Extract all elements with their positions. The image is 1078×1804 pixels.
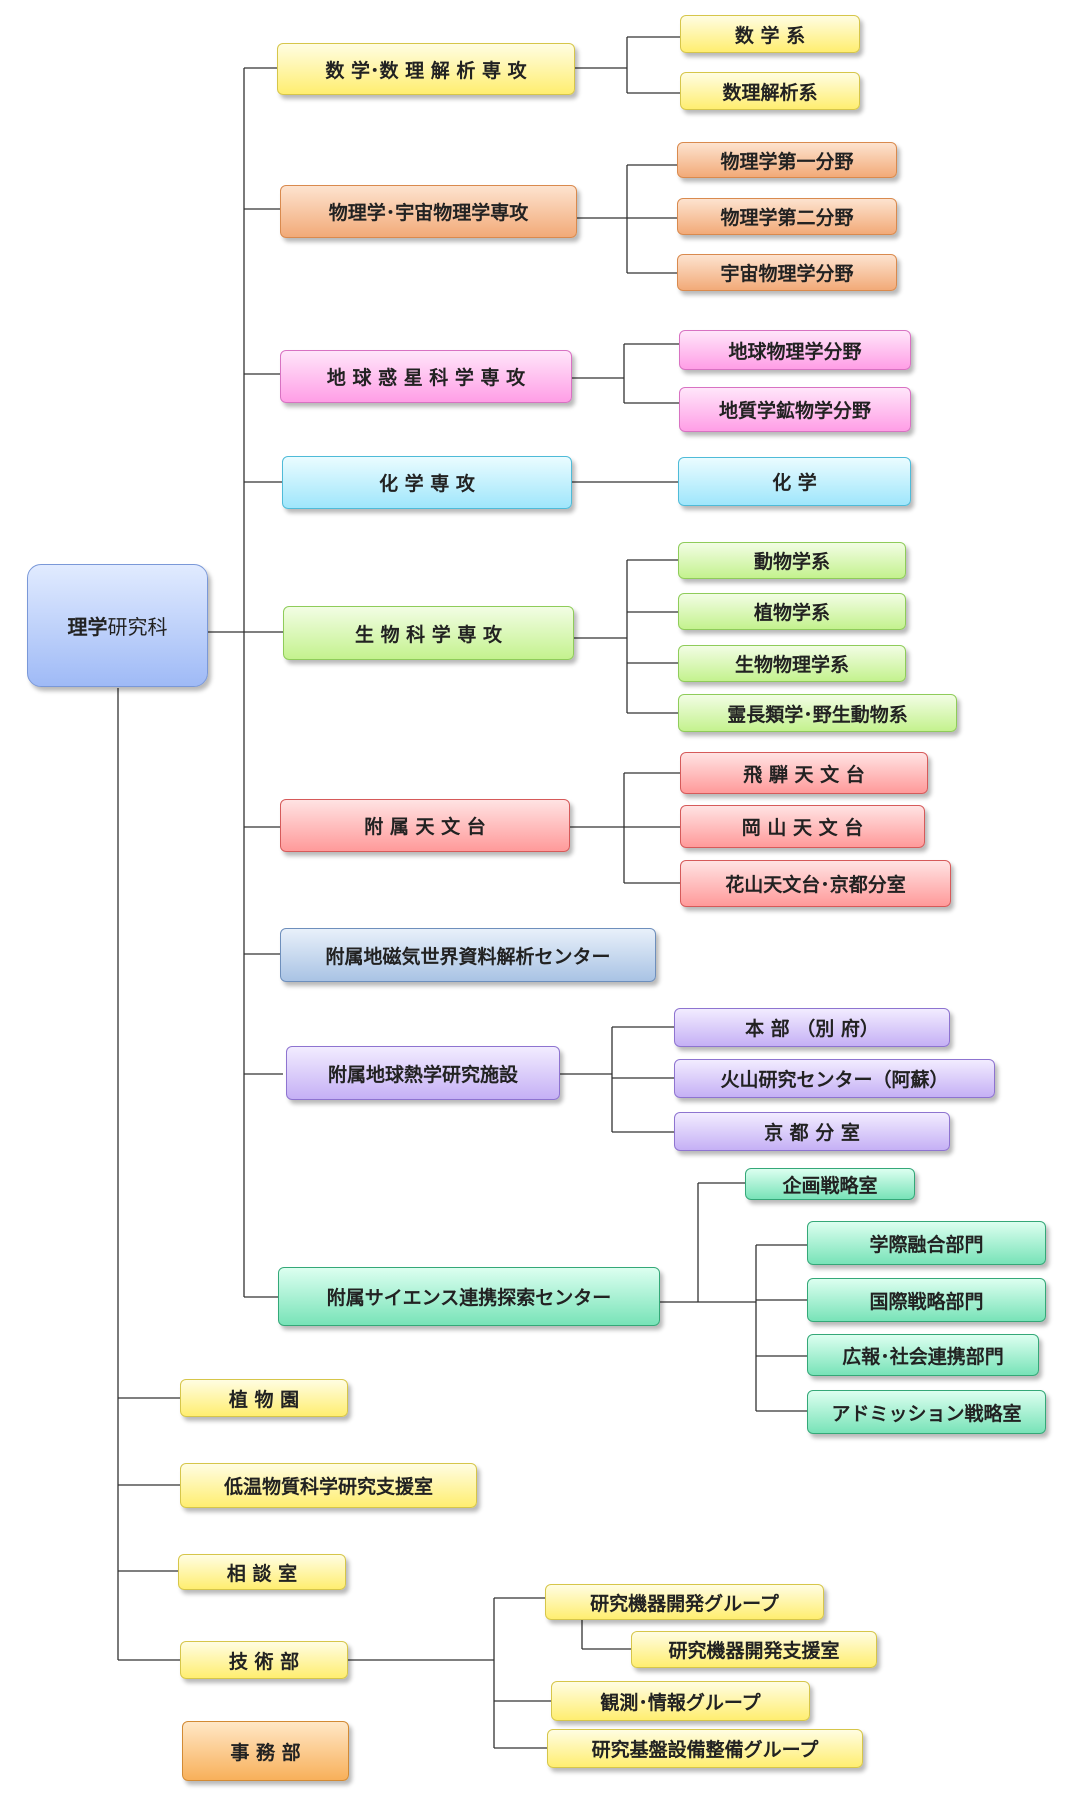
facility-low-temperature-lab: 低温物質科学研究支援室 bbox=[180, 1463, 477, 1508]
sub-biology-2: 植物学系 bbox=[678, 593, 906, 630]
sub-science-2: 学際融合部門 bbox=[807, 1221, 1046, 1265]
sub-chemistry-1: 化 学 bbox=[678, 457, 911, 506]
dept-biology: 生 物 科 学 専 攻 bbox=[283, 606, 574, 660]
tech-group-1: 研究機器開発グループ bbox=[545, 1584, 824, 1620]
dept-geomagnetism-center: 附属地磁気世界資料解析センター bbox=[280, 928, 656, 982]
dept-chemistry: 化 学 専 攻 bbox=[282, 456, 572, 509]
sub-observatory-2: 岡 山 天 文 台 bbox=[680, 805, 925, 848]
sub-geothermal-1: 本 部 （別 府） bbox=[674, 1008, 950, 1047]
sub-science-5: アドミッション戦略室 bbox=[807, 1390, 1046, 1434]
sub-earth-1: 地球物理学分野 bbox=[679, 330, 911, 370]
dept-geothermal-institute: 附属地球熱学研究施設 bbox=[286, 1046, 560, 1100]
sub-math-2: 数理解析系 bbox=[680, 72, 860, 110]
sub-science-1: 企画戦略室 bbox=[745, 1168, 915, 1200]
root-label-bold: 理学 bbox=[67, 615, 108, 639]
dept-physics: 物理学･宇宙物理学専攻 bbox=[280, 185, 577, 238]
sub-biology-3: 生物物理学系 bbox=[678, 645, 906, 682]
sub-earth-2: 地質学鉱物学分野 bbox=[679, 387, 911, 432]
sub-biology-4: 霊長類学･野生動物系 bbox=[678, 694, 957, 732]
sub-physics-2: 物理学第二分野 bbox=[677, 198, 897, 235]
sub-observatory-1: 飛 騨 天 文 台 bbox=[680, 752, 928, 794]
root-node: 理学研究科 bbox=[27, 564, 208, 687]
facility-technical-division: 技 術 部 bbox=[180, 1641, 348, 1679]
sub-observatory-3: 花山天文台･京都分室 bbox=[680, 860, 951, 907]
dept-earth-planetary: 地 球 惑 星 科 学 専 攻 bbox=[280, 350, 572, 403]
tech-group-2: 研究機器開発支援室 bbox=[631, 1631, 877, 1668]
sub-science-4: 広報･社会連携部門 bbox=[807, 1334, 1039, 1376]
sub-physics-1: 物理学第一分野 bbox=[677, 142, 897, 178]
dept-math: 数 学･数 理 解 析 専 攻 bbox=[277, 43, 575, 95]
sub-biology-1: 動物学系 bbox=[678, 542, 906, 579]
facility-counseling-room: 相 談 室 bbox=[178, 1554, 346, 1590]
root-label-rest: 研究科 bbox=[107, 615, 168, 639]
sub-science-3: 国際戦略部門 bbox=[807, 1278, 1046, 1322]
dept-observatory: 附 属 天 文 台 bbox=[280, 799, 570, 852]
tech-group-3: 観測･情報グループ bbox=[551, 1681, 810, 1721]
tech-group-4: 研究基盤設備整備グループ bbox=[547, 1729, 863, 1768]
sub-math-1: 数 学 系 bbox=[680, 15, 860, 53]
sub-geothermal-3: 京 都 分 室 bbox=[674, 1112, 950, 1151]
dept-science-exploration-center: 附属サイエンス連携探索センター bbox=[278, 1267, 660, 1326]
facility-botanical-garden: 植 物 園 bbox=[180, 1379, 348, 1417]
facility-administrative-office: 事 務 部 bbox=[182, 1721, 349, 1781]
sub-geothermal-2: 火山研究センター（阿蘇） bbox=[674, 1059, 995, 1098]
sub-physics-3: 宇宙物理学分野 bbox=[677, 254, 897, 291]
